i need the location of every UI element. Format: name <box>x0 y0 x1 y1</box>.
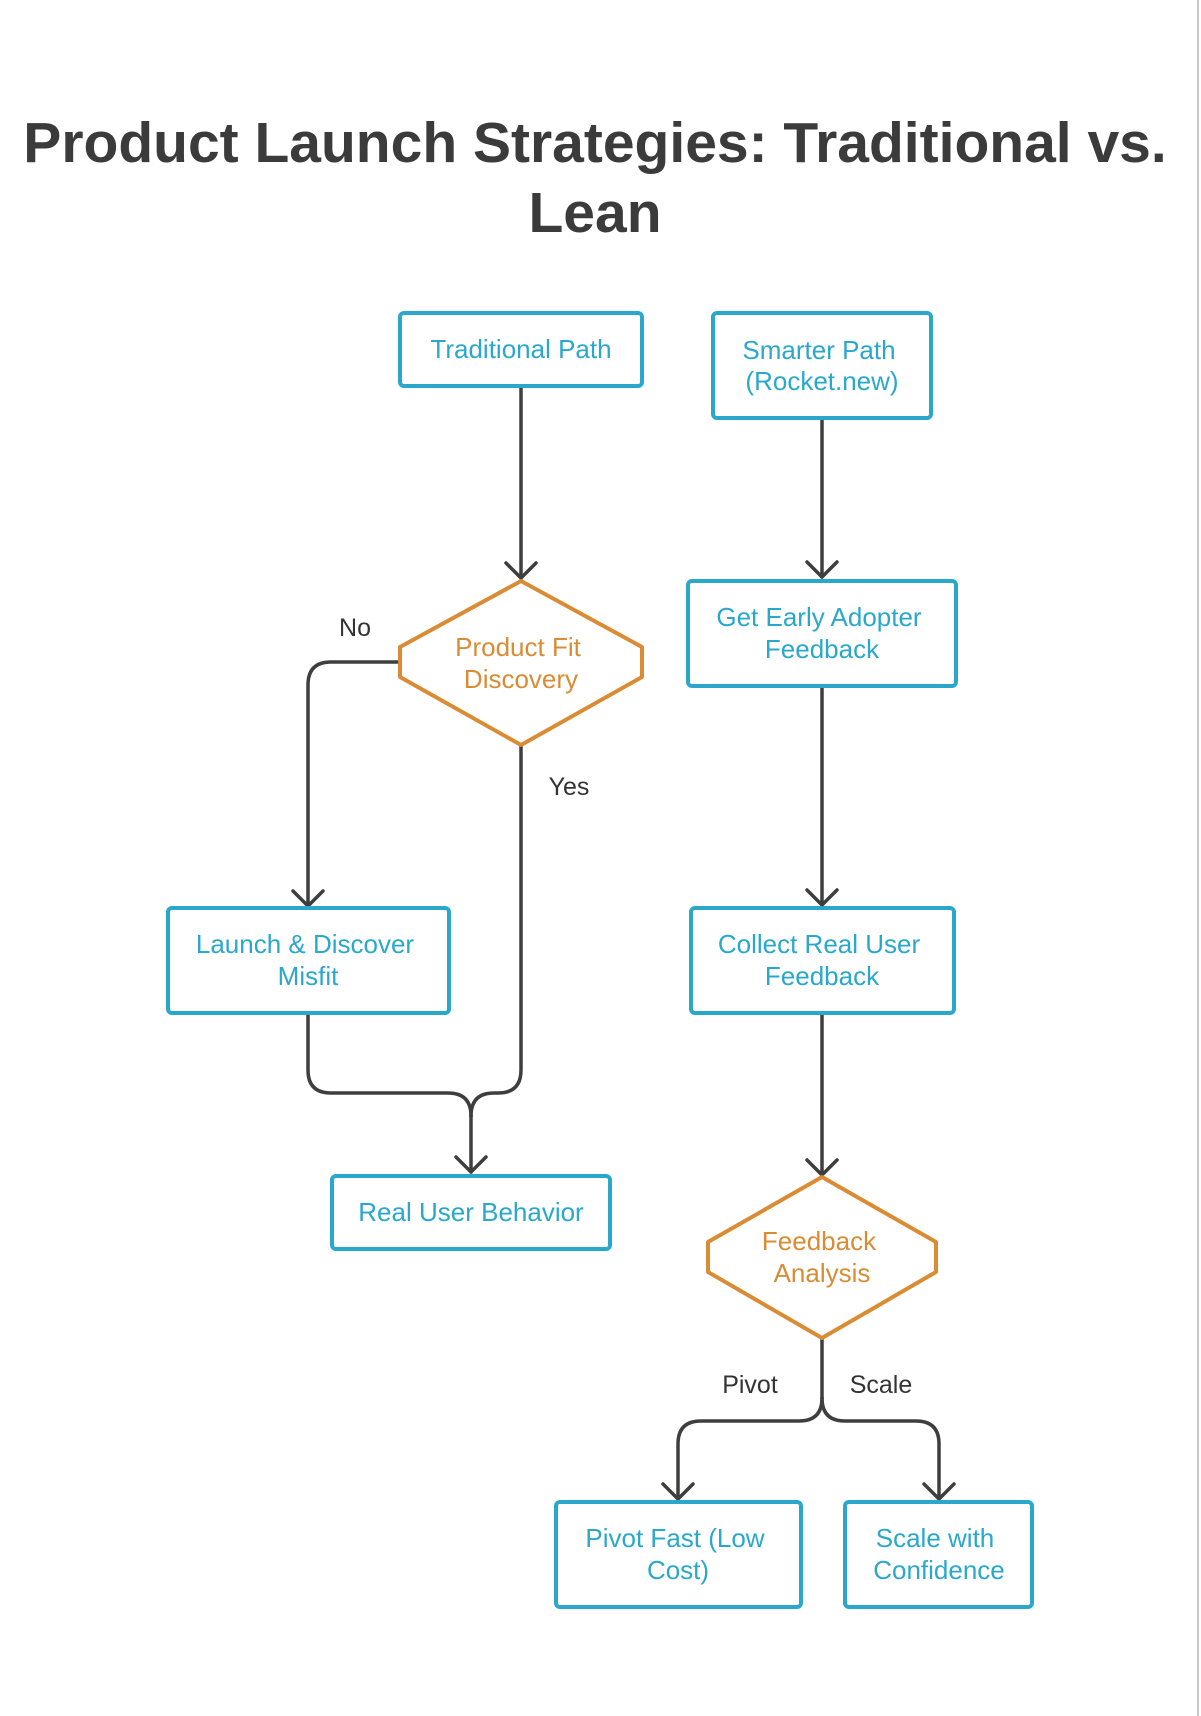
node-scale-confidence[interactable] <box>843 1500 1034 1609</box>
node-early-adopter-label-2: Feedback <box>765 634 880 664</box>
edge-label-scale: Scale <box>850 1371 913 1399</box>
arrowhead-pivot <box>661 1482 695 1501</box>
edge-label-no: No <box>339 614 371 642</box>
node-real-user-behavior-label: Real User Behavior <box>358 1197 584 1227</box>
node-pivot-fast-label-1: Pivot Fast (Low <box>585 1523 764 1553</box>
node-traditional-path-label: Traditional Path <box>430 334 611 364</box>
arrowhead-collect <box>805 888 839 907</box>
node-product-fit-label-2: Discovery <box>464 664 578 694</box>
node-feedback-analysis-label-1: Feedback <box>762 1226 877 1256</box>
arrowhead-productfit <box>504 561 538 580</box>
edge-analysis-pivot <box>676 1396 824 1501</box>
title-line-1: Product Launch Strategies: Traditional v… <box>23 111 1167 175</box>
node-pivot-fast-label-2: Cost) <box>647 1555 709 1585</box>
node-collect-feedback-label-1: Collect Real User <box>718 929 921 959</box>
node-feedback-analysis[interactable] <box>706 1175 938 1340</box>
node-product-fit-label-1: Product Fit <box>455 632 581 662</box>
node-collect-feedback-label-2: Feedback <box>765 961 880 991</box>
node-launch-discover-label-1: Launch & Discover <box>196 929 415 959</box>
title-line-2: Lean <box>528 181 662 245</box>
arrowhead-scale <box>922 1482 956 1501</box>
node-traditional-path[interactable] <box>398 311 644 388</box>
node-scale-confidence-label-2: Confidence <box>873 1555 1005 1585</box>
arrowhead-early <box>805 560 839 579</box>
node-collect-feedback[interactable] <box>689 906 956 1015</box>
page-edge-divider <box>1197 0 1199 1716</box>
edge-productfit-no <box>306 660 400 908</box>
edge-label-pivot: Pivot <box>722 1371 778 1399</box>
node-pivot-fast[interactable] <box>554 1500 803 1609</box>
node-real-user-behavior[interactable] <box>330 1174 612 1251</box>
node-launch-discover-label-2: Misfit <box>278 961 339 991</box>
page-title: Product Launch Strategies: Traditional v… <box>0 108 1190 248</box>
node-smarter-path-label-2: (Rocket.new) <box>745 366 898 396</box>
edge-analysis-scale <box>820 1396 941 1501</box>
edge-productfit-yes <box>469 743 523 1118</box>
node-early-adopter-label-1: Get Early Adopter <box>716 602 922 632</box>
arrowhead-behavior <box>454 1155 488 1174</box>
edge-launch-to-merge <box>306 1011 473 1118</box>
node-early-adopter[interactable] <box>686 579 958 688</box>
node-feedback-analysis-label-2: Analysis <box>774 1258 871 1288</box>
node-launch-discover[interactable] <box>166 906 451 1015</box>
node-scale-confidence-label-1: Scale with <box>876 1523 995 1553</box>
node-smarter-path[interactable] <box>711 311 933 420</box>
edge-label-yes: Yes <box>549 773 590 801</box>
node-smarter-path-label-1: Smarter Path <box>742 335 895 365</box>
node-product-fit-discovery[interactable] <box>398 579 644 747</box>
